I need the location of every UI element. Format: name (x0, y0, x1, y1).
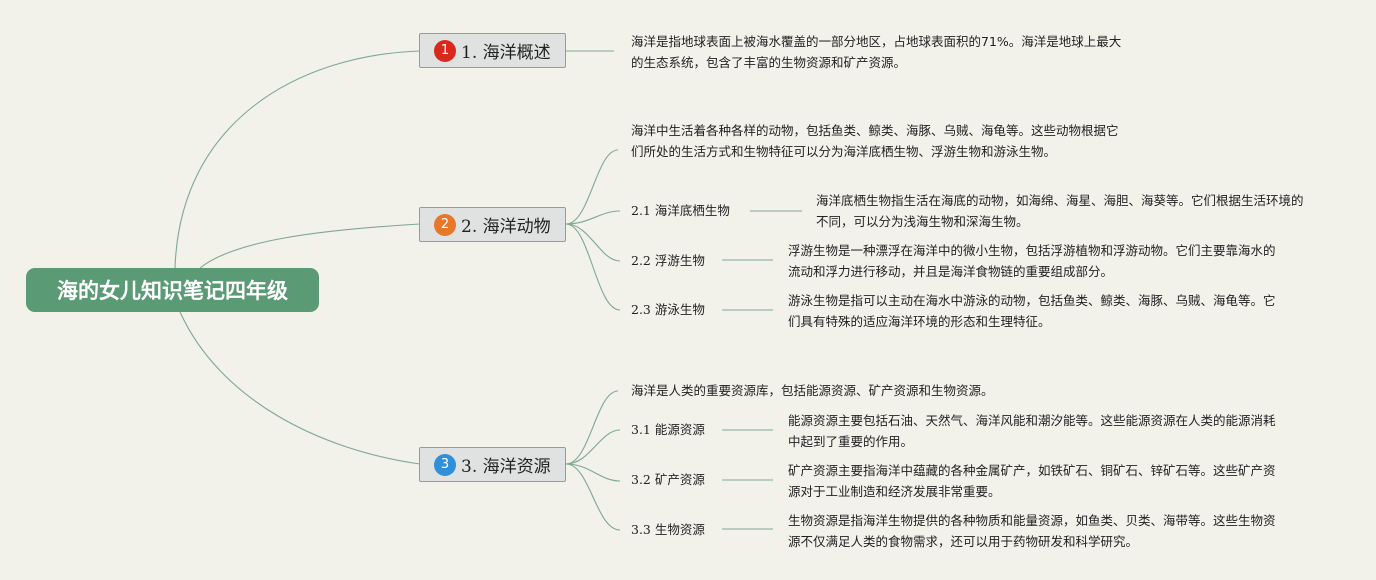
link-topic2-note (565, 149, 619, 225)
note-plankton: 浮游生物是一种漂浮在海洋中的微小生物，包括浮游植物和浮游动物。它们主要靠海水的流… (788, 243, 1276, 279)
link-topic3-note (565, 390, 619, 465)
link-topic3-sub3 (565, 463, 621, 531)
subtopic-energy[interactable]: 3.1 能源资源 (631, 422, 705, 437)
subtopic-nekton[interactable]: 2.3 游泳生物 (631, 302, 705, 317)
topic-label: 1. 海洋概述 (461, 43, 551, 63)
link-root-topic2 (199, 223, 421, 269)
note-benthic: 海洋底栖生物指生活在海底的动物，如海绵、海星、海胆、海葵等。它们根据生活环境的不… (816, 193, 1304, 229)
link-topic2-sub3 (565, 223, 621, 311)
link-topic2-sub1 (565, 210, 621, 225)
root-topic[interactable]: 海的女儿知识笔记四年级 (26, 268, 319, 312)
topic-label: 2. 海洋动物 (461, 217, 551, 237)
priority-3-icon: 3 (434, 453, 456, 476)
note-ocean-resources: 海洋是人类的重要资源库，包括能源资源、矿产资源和生物资源。 (631, 383, 994, 398)
topic-ocean-animals[interactable]: 2 2. 海洋动物 (419, 207, 566, 242)
note-ocean-overview: 海洋是指地球表面上被海水覆盖的一部分地区，占地球表面积的71%。海洋是地球上最大… (631, 34, 1122, 70)
note-minerals: 矿产资源主要指海洋中蕴藏的各种金属矿产，如铁矿石、铜矿石、锌矿石等。这些矿产资源… (788, 463, 1276, 499)
note-nekton: 游泳生物是指可以主动在海水中游泳的动物，包括鱼类、鲸类、海豚、乌贼、海龟等。它们… (788, 293, 1276, 329)
subtopic-minerals[interactable]: 3.2 矿产资源 (631, 472, 705, 487)
subtopic-benthic[interactable]: 2.1 海洋底栖生物 (631, 203, 730, 218)
topic-ocean-overview[interactable]: 1 1. 海洋概述 (419, 33, 566, 68)
link-topic3-sub1 (565, 429, 621, 465)
subtopic-plankton[interactable]: 2.2 浮游生物 (631, 253, 705, 268)
priority-1-icon: 1 (434, 39, 456, 62)
link-root-topic3 (179, 311, 421, 465)
note-energy: 能源资源主要包括石油、天然气、海洋风能和潮汐能等。这些能源资源在人类的能源消耗中… (788, 413, 1276, 449)
subtopic-biological[interactable]: 3.3 生物资源 (631, 522, 705, 537)
link-topic2-sub2 (565, 223, 621, 262)
link-root-topic1 (174, 50, 421, 269)
topic-label: 3. 海洋资源 (461, 457, 551, 477)
note-biological: 生物资源是指海洋生物提供的各种物质和能量资源，如鱼类、贝类、海带等。这些生物资源… (788, 513, 1276, 549)
note-ocean-animals: 海洋中生活着各种各样的动物，包括鱼类、鲸类、海豚、乌贼、海龟等。这些动物根据它们… (631, 123, 1119, 159)
link-topic3-sub2 (565, 463, 621, 482)
topic-ocean-resources[interactable]: 3 3. 海洋资源 (419, 447, 566, 482)
priority-2-icon: 2 (434, 213, 456, 236)
root-title: 海的女儿知识笔记四年级 (57, 279, 288, 303)
